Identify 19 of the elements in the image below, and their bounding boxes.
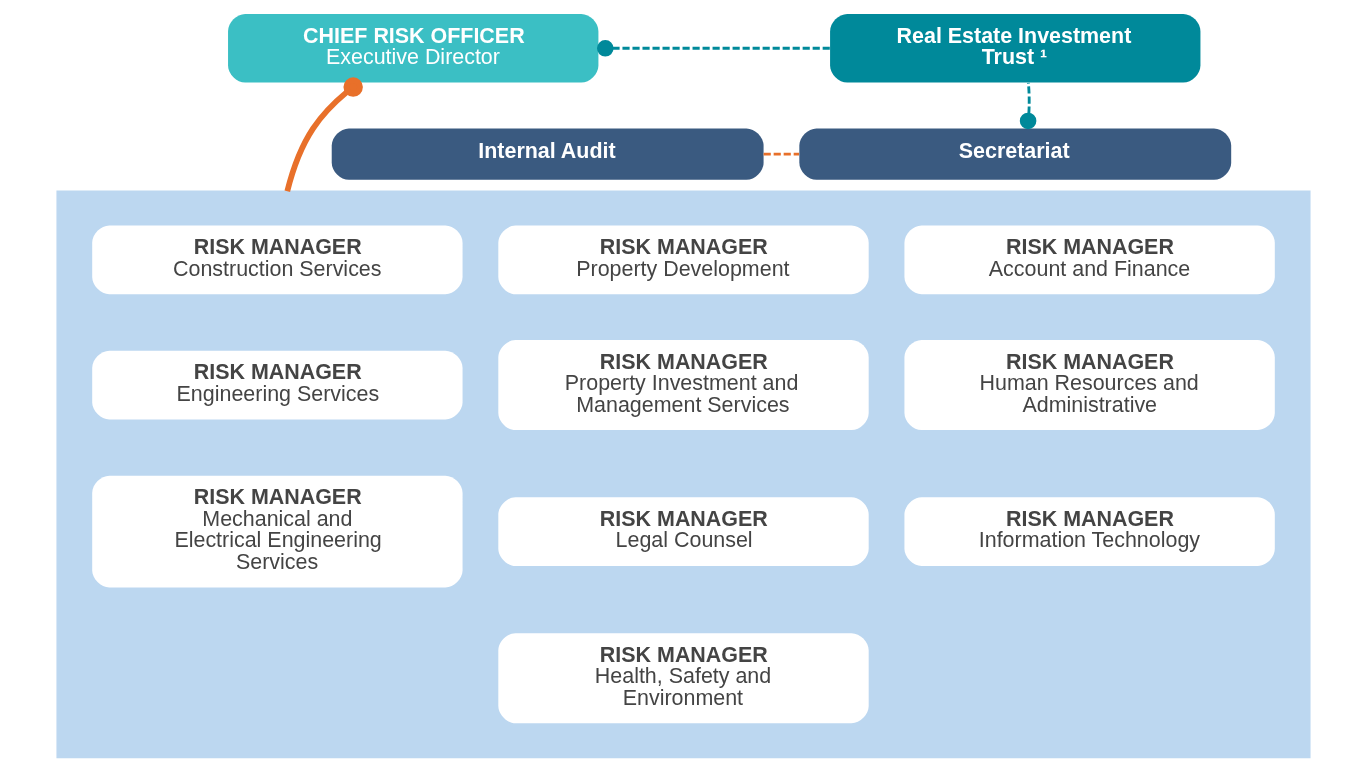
connector [284,77,363,192]
node-box: RISK MANAGER Property Development [497,225,869,295]
connector [1019,82,1036,130]
node-box: RISK MANAGER Legal Counsel [497,497,869,566]
node-box: RISK MANAGER Property Investment and Management Services [497,340,869,431]
node-box: RISK MANAGER Information Technology [903,497,1275,566]
cluster [55,190,1311,759]
node-box: RISK MANAGER Engineering Services [91,350,463,420]
node-box: Real Estate Investment Trust ¹ [829,14,1200,83]
node-box: CHIEF RISK OFFICER Executive Director [227,14,598,83]
node-box: RISK MANAGER Account and Finance [903,225,1275,295]
node-box: Internal Audit [331,128,764,180]
node-box: Secretariat [798,128,1231,180]
node-box: RISK MANAGER Health, Safety and Environment [497,633,869,724]
node-box: RISK MANAGER Construction Services [91,225,463,295]
node-box: RISK MANAGER Mechanical and Electrical Engineering Services [91,475,463,588]
node-box: RISK MANAGER Human Resources and Administrative [903,340,1275,431]
connector [596,40,830,57]
connector [763,152,799,156]
